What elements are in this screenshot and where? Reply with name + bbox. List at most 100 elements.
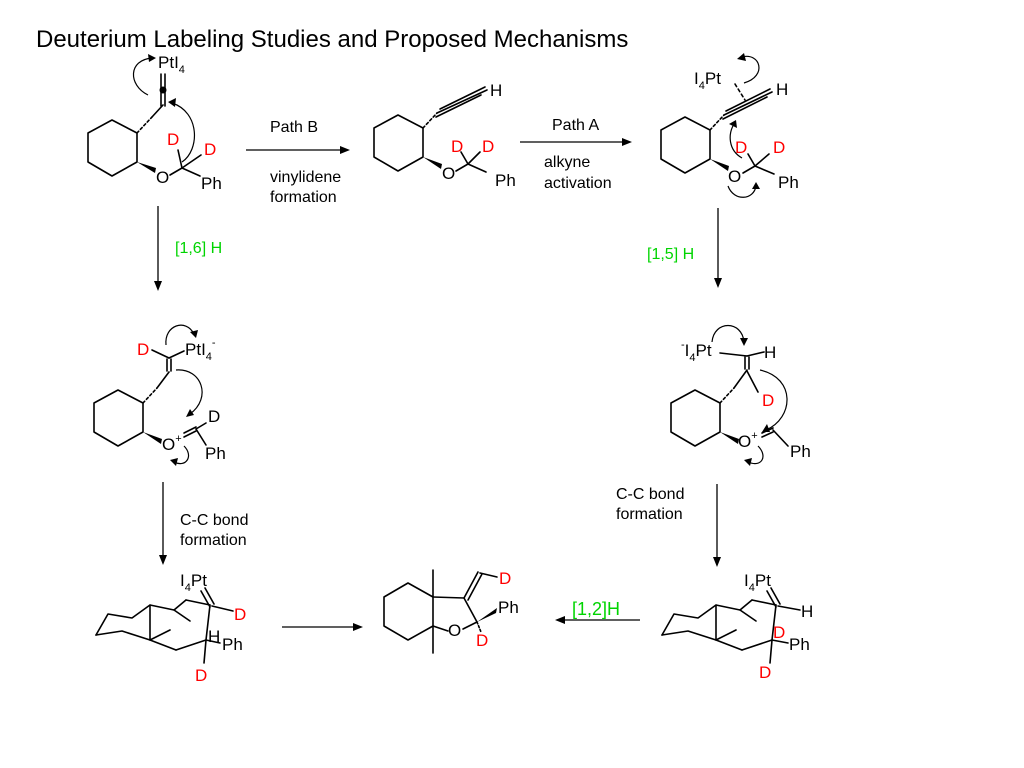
arrow-path-b: Path B vinylidene formation (246, 119, 350, 206)
bond (770, 587, 781, 605)
bond (175, 639, 207, 651)
iodine-text: I (694, 69, 699, 88)
iodine-text: I (174, 53, 179, 72)
structure-alkyne-ether: H O D D Ph (373, 81, 516, 190)
curved-arrow (173, 445, 189, 465)
arrow-path-a: Path A alkyne activation (520, 117, 632, 192)
cyclohexane-ring (383, 582, 434, 641)
deuterium-label: D (773, 138, 785, 157)
bond (195, 428, 207, 446)
bond (460, 151, 469, 165)
curved-arrow (175, 369, 203, 415)
arrow-1-6-hydride-shift: [1,6] H (154, 206, 222, 291)
bond (204, 587, 215, 605)
deuterium-label: D (773, 623, 785, 642)
oxocarbenium-oxygen: O+ (162, 433, 182, 454)
bond (169, 167, 183, 176)
oxocarbenium-oxygen: O+ (738, 430, 758, 451)
bond (723, 91, 773, 116)
path-a-label: Path A (552, 117, 599, 134)
deuterium-label: D (476, 631, 488, 650)
curved-arrow (165, 324, 195, 346)
bond (195, 422, 207, 430)
platinum-text: Pt (191, 571, 207, 590)
structure-oxocarbenium-right: H D -I4Pt O+ Ph (670, 325, 811, 466)
cyclohexane-ring (93, 389, 144, 447)
iodine-text: I (180, 571, 185, 590)
arrow-cc-bond-right: C-C bond formation (616, 484, 721, 567)
bond (746, 351, 765, 357)
deuterium-label: D (482, 137, 494, 156)
curved-arrow (759, 369, 788, 431)
arrowhead (713, 557, 721, 567)
bond (754, 153, 770, 167)
formation-label: formation (180, 532, 247, 549)
structure-product: D O Ph D (383, 569, 519, 654)
phenyl-label: Ph (778, 173, 799, 192)
chair-bonds (95, 629, 171, 641)
subscript-four: 4 (699, 80, 705, 92)
cc-bond-label: C-C bond (616, 486, 684, 503)
bond (185, 599, 211, 606)
bond (181, 154, 202, 169)
bond (746, 370, 759, 393)
bond (211, 605, 234, 612)
cyclohexane-ring (660, 116, 711, 174)
phenyl-label: Ph (495, 171, 516, 190)
bond (455, 163, 469, 172)
arrowhead (353, 623, 363, 631)
bond (205, 604, 211, 641)
bond (722, 96, 768, 120)
deuterium-label: D (499, 569, 511, 588)
arrow-1-5-hydride-shift: [1,5] H (647, 208, 722, 288)
bond (462, 621, 478, 630)
oxygen-label: O (156, 168, 169, 187)
curved-arrow (741, 55, 760, 84)
arrow-to-product-left (282, 623, 363, 631)
bond (771, 604, 777, 641)
phenyl-label: Ph (498, 598, 519, 617)
phenyl-label: Ph (205, 444, 226, 463)
bond (754, 165, 775, 175)
hydride-shift-label: [1,2]H (572, 599, 620, 619)
hydrogen-label: H (764, 343, 776, 362)
pt-complex-label: PtI4 (158, 53, 185, 76)
vinylidene-label: vinylidene (270, 169, 341, 186)
bond (183, 426, 197, 434)
bond (168, 350, 185, 359)
arrow-cc-bond-left: C-C bond formation (159, 482, 248, 565)
arrowhead (159, 555, 167, 565)
bond (436, 89, 488, 114)
arrowhead (170, 458, 178, 466)
pt-complex-label: I4Pt (694, 69, 721, 92)
pt-complex-label: -I4Pt (681, 339, 712, 364)
iodine-text: I (201, 340, 206, 359)
bond (432, 596, 465, 599)
cyclohexane-ring (87, 119, 138, 177)
curved-arrow (729, 123, 743, 159)
chair-bonds (95, 599, 187, 636)
platinum-text: Pt (158, 53, 174, 72)
arrowhead (714, 278, 722, 288)
wedge-bond (143, 432, 162, 444)
subscript-four: 4 (185, 582, 191, 594)
phenyl-label: Ph (222, 635, 243, 654)
subscript-four: 4 (689, 352, 695, 364)
dashed-coordination-bond (734, 83, 746, 101)
hydrogen-label: H (801, 602, 813, 621)
deuterium-label: D (762, 391, 774, 410)
subscript-four: 4 (179, 64, 185, 76)
bond (733, 369, 748, 389)
arrowhead (752, 182, 760, 189)
hashed-bond (136, 116, 153, 134)
hashed-bond (476, 621, 482, 633)
deuterium-label: D (195, 666, 207, 685)
bond (769, 639, 773, 664)
arrow-1-2-hydride-shift: [1,2]H (555, 599, 640, 624)
bond (739, 609, 757, 622)
bond (777, 605, 801, 611)
oxygen-label: O (442, 164, 455, 183)
bond (181, 167, 201, 177)
bond (761, 431, 774, 438)
phenyl-label: Ph (790, 442, 811, 461)
